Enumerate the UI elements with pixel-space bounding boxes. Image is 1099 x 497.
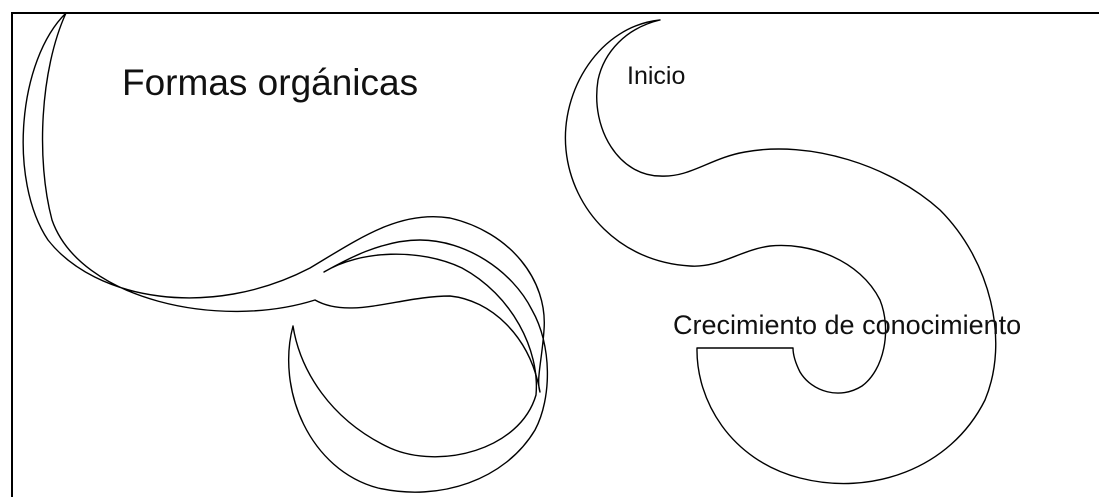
diagram-frame <box>11 12 1099 497</box>
left-crescent-shape <box>22 12 545 393</box>
right-spiral-shape <box>564 19 997 485</box>
page-title: Formas orgánicas <box>122 62 419 103</box>
left-lower-crescent-shape <box>288 239 549 493</box>
start-label: Inicio <box>627 62 686 90</box>
growth-label: Crecimiento de conocimiento <box>673 310 1022 340</box>
